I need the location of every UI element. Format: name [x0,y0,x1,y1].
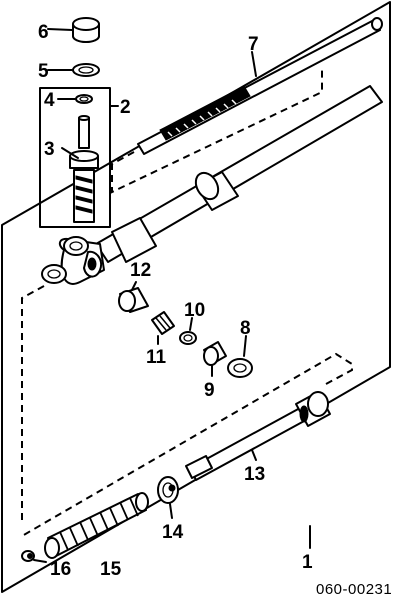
assembly-frame [1,1,391,593]
rack-guide-lines [111,68,323,194]
callout-6: 6 [38,22,49,43]
part-9-plug [203,341,227,377]
callout-15: 15 [100,559,122,580]
housing-guide-lines [21,285,45,520]
part-4-ring [57,94,93,104]
pinion-subassembly-box [39,87,119,228]
callout-1: 1 [302,552,313,573]
callout-9: 9 [204,380,215,401]
catalog-code: 060-00231 [316,581,392,598]
callout-14: 14 [162,522,184,543]
callout-10: 10 [184,300,205,321]
part-13-tie-rod [185,391,331,481]
part-6-cap [47,17,100,43]
callout-12: 12 [130,260,151,281]
part-8-locknut [227,335,253,378]
part-12-bush [118,281,149,313]
callout-7: 7 [248,34,259,55]
part-3-pinion-shaft [61,115,99,223]
part-15-boot [44,492,149,559]
rack-housing [41,85,383,285]
callout-8: 8 [240,318,251,339]
tie-rod-guide-lines [21,352,353,537]
part-14-clamp [157,476,179,519]
part-10-washer [179,317,197,345]
callout-11: 11 [146,347,167,368]
callout-2: 2 [120,97,131,118]
part-5-washer [47,63,100,77]
callout-13: 13 [244,464,265,485]
part-11-spring [151,311,175,345]
callout-3: 3 [44,139,55,160]
callout-4: 4 [44,90,55,111]
callout-16: 16 [50,559,71,580]
part-7-rack-bar [137,17,383,155]
part-16-clip [21,550,47,563]
callout-5: 5 [38,61,49,82]
